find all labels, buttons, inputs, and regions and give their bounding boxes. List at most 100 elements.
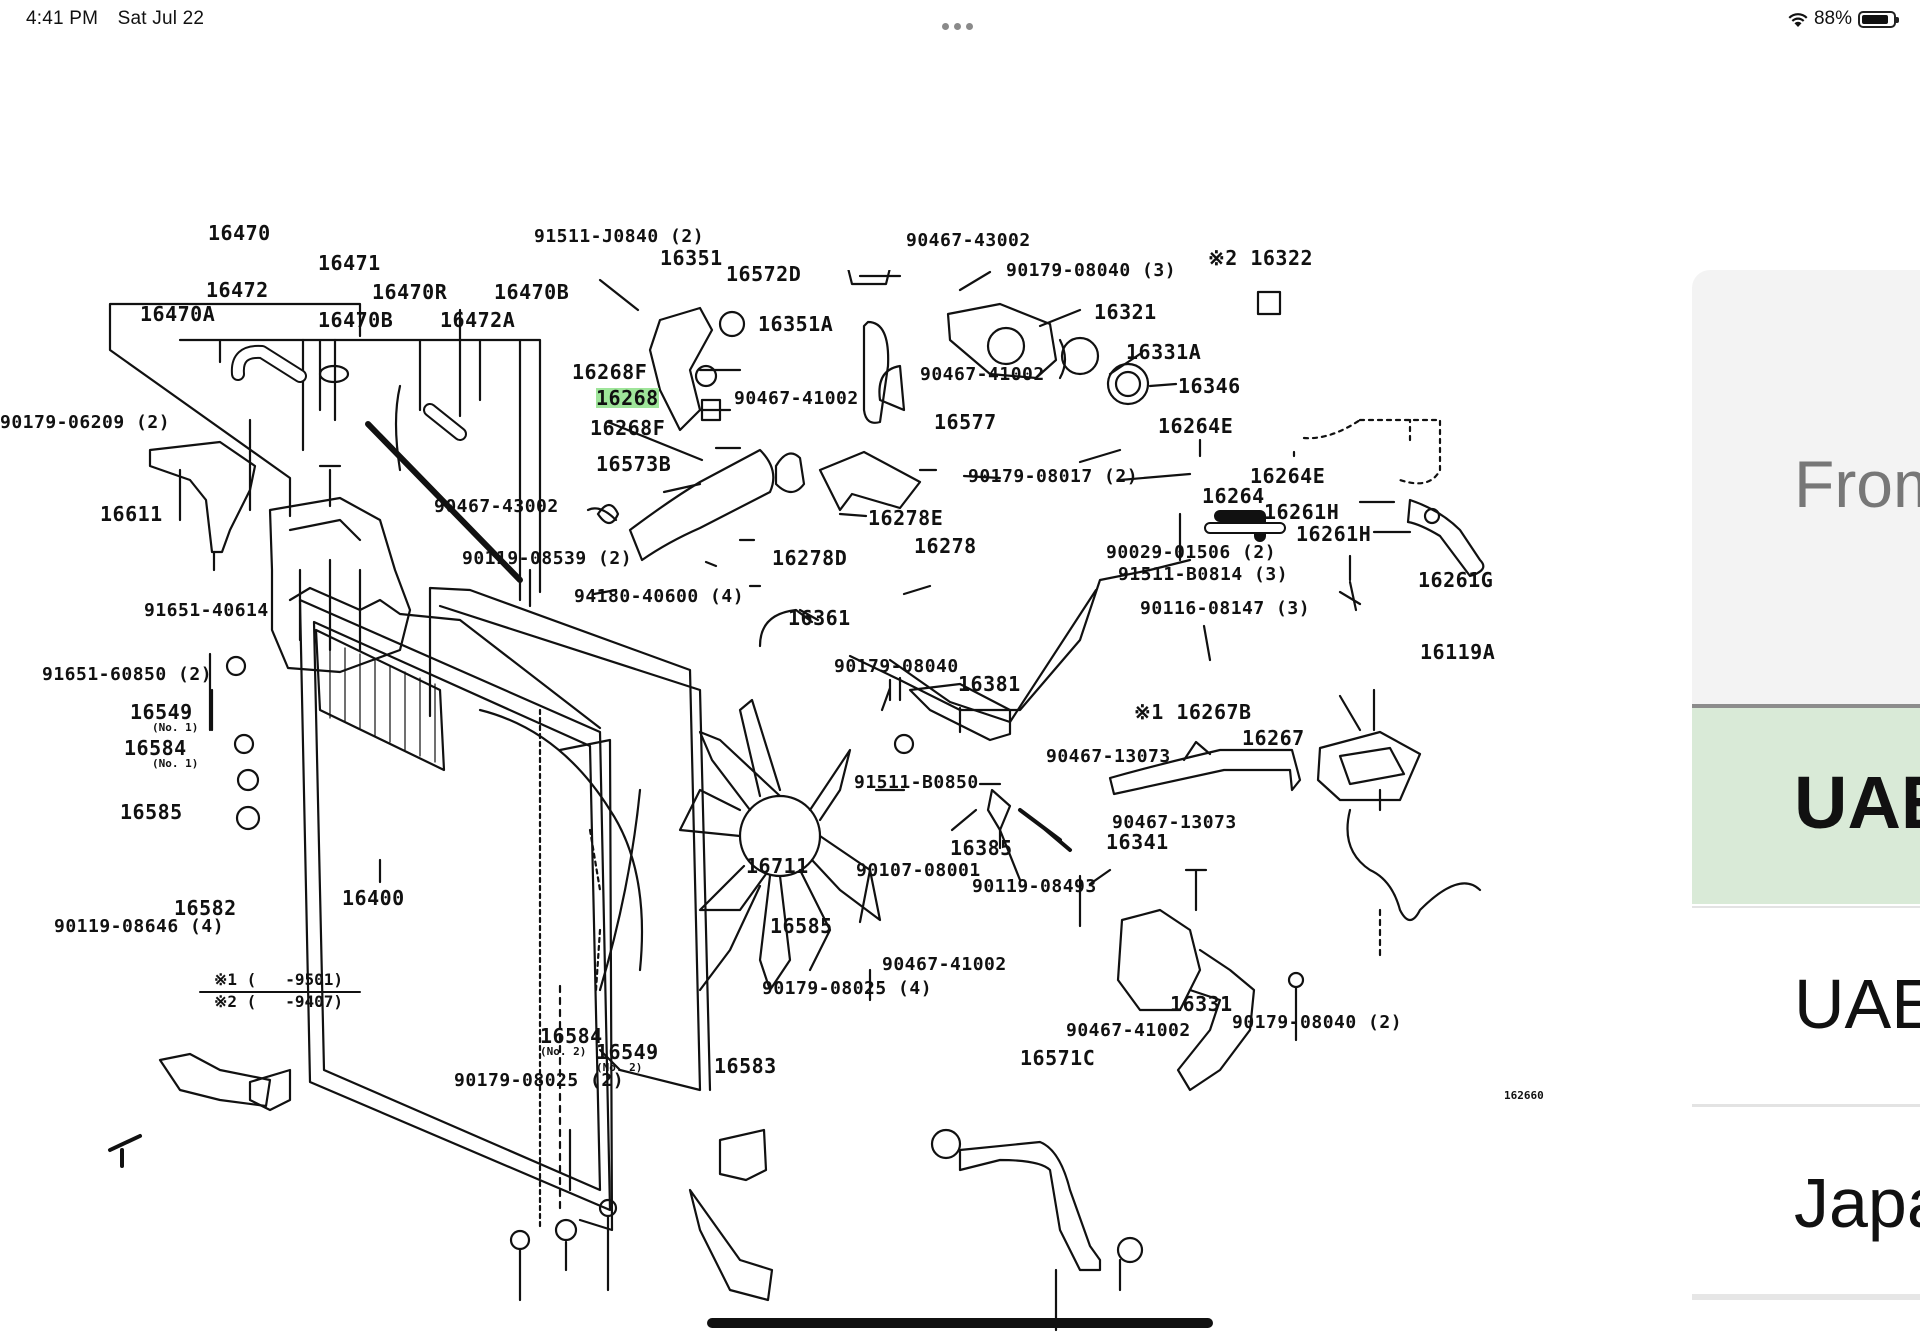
part-label: 90029-01506 (2) [1106,542,1277,563]
part-label: 16549 [596,1040,659,1064]
part-label: 16577 [934,410,997,434]
part-label: 16331 [1170,992,1233,1016]
part-label: 90467-13073 [1046,746,1171,767]
row-origin: Japan [1794,1164,1920,1242]
part-label: 94180-40600 (4) [574,586,745,607]
part-label: 90467-41002 [1066,1020,1191,1041]
part-label-note: (No. 2) [596,1061,643,1074]
part-label: 16351 [660,246,723,270]
part-label: 90467-43002 [906,230,1031,251]
status-date: Sat Jul 22 [117,8,205,29]
part-label: 16261H [1264,500,1340,524]
legend-range: -9407) [285,992,344,1011]
header-divider [1692,704,1920,708]
part-label: 16385 [950,836,1013,860]
part-label: ※1 16267B [1134,700,1252,724]
table-header: From [1692,270,1920,704]
part-label: 91511-B0814 (3) [1118,564,1289,585]
part-label: 16268F [572,360,648,384]
part-label: 16331A [1126,340,1202,364]
part-label: 91651-40614 [144,600,269,621]
part-label: 16472 [206,278,269,302]
part-label: 16470R [372,280,448,304]
part-label: ※2 16322 [1208,246,1314,270]
part-label-note: (No. 1) [152,721,199,734]
parts-diagram: 16470 16471 16472 16470A 16470R 16470B 1… [0,223,1570,1342]
part-label: 90119-08646 (4) [54,916,225,937]
part-label: 16470B [318,308,394,332]
part-label: 90179-08025 (4) [762,978,933,999]
part-label: 91511-J0840 (2) [534,226,705,247]
diagram-drawing [108,270,1485,1332]
part-label: 90467-41002 [882,954,1007,975]
part-label: 90179-08025 (2) [454,1070,625,1091]
part-label: 90116-08147 (3) [1140,598,1311,619]
part-label-highlighted: 16268 [596,386,659,410]
row-origin: UAE [1794,761,1920,844]
part-label: 91511-B0850 [854,772,979,793]
part-label: 90179-08040 (3) [1006,260,1177,281]
part-label: 90107-08001 [856,860,981,881]
part-label: 16321 [1094,300,1157,324]
status-time-date: 4:41 PM Sat Jul 22 [26,8,218,30]
legend-row-2: ※2 ( -9407) [214,992,344,1011]
status-time: 4:41 PM [26,8,99,29]
legend-mark: ※2 [214,992,238,1011]
table-row[interactable]: UAE [1692,906,1920,1106]
part-label: 90467-41002 [920,364,1045,385]
part-label: 16381 [958,672,1021,696]
part-label: 16278E [868,506,944,530]
battery-icon [1858,10,1899,28]
part-label-note: (No. 1) [152,757,199,770]
part-label: 16278D [772,546,848,570]
part-label: 16573B [596,452,672,476]
part-label: 16611 [100,502,163,526]
table-row-selected[interactable]: UAE [1692,708,1920,904]
more-dots-icon[interactable] [942,17,978,30]
part-label: 16549 [130,700,193,724]
status-right: 88% [1786,8,1899,30]
part-label: 16472A [440,308,516,332]
part-label: 16264E [1250,464,1326,488]
part-label: 16711 [746,854,809,878]
legend-mark: ※1 [214,970,238,989]
part-label: 90179-08017 (2) [968,466,1139,487]
part-label: 16351A [758,312,834,336]
home-indicator[interactable] [707,1318,1213,1328]
part-label: 16470B [494,280,570,304]
part-label: 16470A [140,302,216,326]
part-label: 16584 [540,1024,603,1048]
status-bar: 4:41 PM Sat Jul 22 88% [0,0,1920,40]
part-label: 16584 [124,736,187,760]
part-label: 16264 [1202,484,1265,508]
row-origin: UAE [1794,965,1920,1043]
part-label: 16264E [1158,414,1234,438]
legend-row-1: ※1 ( -9501) [214,970,344,989]
row-divider [1692,1294,1920,1300]
part-label: 16471 [318,251,381,275]
part-label: 16400 [342,886,405,910]
part-label: 90179-06209 (2) [0,412,171,433]
part-label: 16261G [1418,568,1494,592]
figure-number: 162660 [1504,1089,1544,1102]
part-label: 16346 [1178,374,1241,398]
legend-range: -9501) [285,970,344,989]
part-label: 16571C [1020,1046,1096,1070]
part-label: 16341 [1106,830,1169,854]
part-label-note: (No. 2) [540,1045,587,1058]
part-label: 16278 [914,534,977,558]
part-label: 16267 [1242,726,1305,750]
battery-percent: 88% [1813,8,1852,29]
part-label: 16268F [590,416,666,440]
side-panel: From UAE UAE Japan [1692,270,1920,1342]
part-label: 90179-08040 [834,656,959,677]
part-label: 90119-08539 (2) [462,548,633,569]
part-label: 16361 [788,606,851,630]
wifi-icon [1788,13,1808,27]
part-label: 90467-41002 [734,388,859,409]
table-row[interactable]: Japan [1692,1104,1920,1305]
part-label: 16470 [208,221,271,245]
part-label: 90119-08493 [972,876,1097,897]
part-label: 16582 [174,896,237,920]
part-label: 90467-43002 [434,496,559,517]
